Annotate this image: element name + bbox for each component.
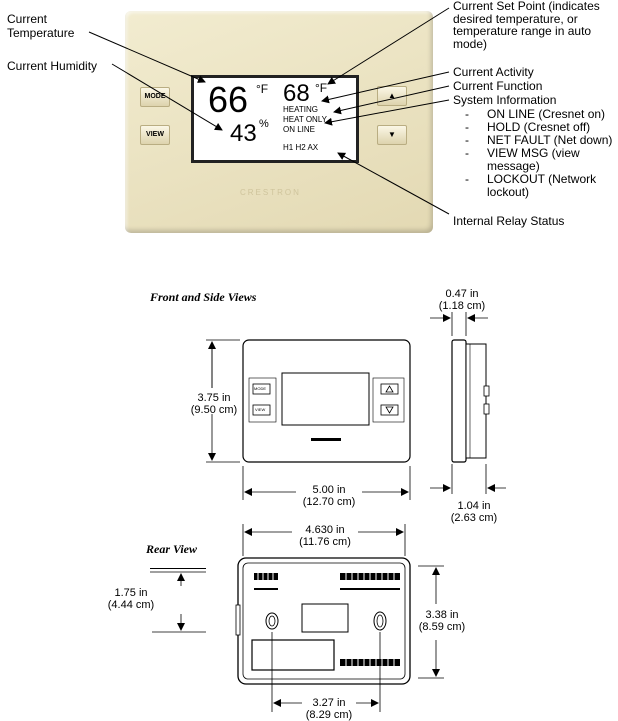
leader-internal-relay: [337, 152, 450, 215]
height-dimension: 3.75 in(9.50 cm): [190, 392, 238, 416]
callout-system-information: System Information: [453, 93, 557, 107]
callout-current-humidity: Current Humidity: [7, 59, 98, 73]
leader-current-humidity: [111, 63, 223, 131]
front-view-drawing: [242, 339, 411, 463]
leader-current-temperature: [88, 31, 206, 83]
down-arrow-icon: ▼: [388, 130, 396, 139]
brand-logo: CRESTRON: [240, 188, 301, 197]
set-point-value: 68: [283, 80, 310, 107]
rear-view-title: Rear View: [146, 542, 198, 556]
callout-internal-relay: Internal Relay Status: [453, 214, 565, 228]
down-button[interactable]: ▼: [377, 125, 407, 145]
leader-set-point: [327, 7, 450, 85]
relay-status: H1 H2 AX: [283, 143, 319, 152]
callout-current-function: Current Function: [453, 79, 543, 93]
up-arrow-icon: ▲: [388, 91, 396, 100]
lcd-display: 66 °F 68 °F 43 % HEATING HEAT ONLY ON LI…: [191, 75, 359, 163]
current-activity: HEATING: [283, 105, 318, 114]
mini-up-icon: [385, 385, 394, 393]
leader-system-information: [324, 99, 450, 126]
view-button[interactable]: VIEW: [140, 125, 170, 145]
front-side-views-title: Front and Side Views: [150, 290, 257, 304]
rear-title-rule: [150, 568, 206, 569]
set-point-unit: °F: [315, 81, 328, 95]
depth-top-dimension: 0.47 in(1.18 cm): [432, 288, 492, 312]
current-temperature-value: 66: [208, 79, 249, 120]
side-view-drawing: [451, 339, 490, 463]
callout-current-activity: Current Activity: [453, 65, 534, 79]
mini-view-label: VIEW: [255, 407, 266, 412]
callout-current-temperature: Current Temperature: [7, 12, 75, 40]
humidity-value: 43: [230, 120, 257, 147]
leader-current-activity: [321, 71, 450, 104]
leader-current-function: [333, 85, 450, 115]
mini-down-icon: [385, 406, 394, 414]
mini-mode-label: MODE: [254, 386, 266, 391]
humidity-unit: %: [259, 118, 269, 130]
width-dimension: 5.00 in(12.70 cm): [296, 484, 362, 508]
system-information: ON LINE: [283, 125, 316, 134]
mount-width-dimension: 4.630 in(11.76 cm): [292, 524, 358, 548]
current-function: HEAT ONLY: [283, 115, 328, 124]
hole-spacing-dimension: 3.27 in(8.29 cm): [302, 697, 356, 721]
thermostat-photo: MODE VIEW ▲ ▼ CRESTRON: [125, 11, 433, 233]
callout-set-point: Current Set Point (indicates desired tem…: [453, 0, 600, 51]
depth-bottom-dimension: 1.04 in(2.63 cm): [444, 500, 504, 524]
mount-height-dimension: 3.38 in(8.59 cm): [418, 609, 466, 633]
current-temperature-unit: °F: [256, 82, 269, 96]
mode-button[interactable]: MODE: [140, 87, 170, 107]
mount-offset-dimension: 1.75 in(4.44 cm): [101, 587, 161, 611]
rear-view-drawing: [235, 557, 411, 685]
